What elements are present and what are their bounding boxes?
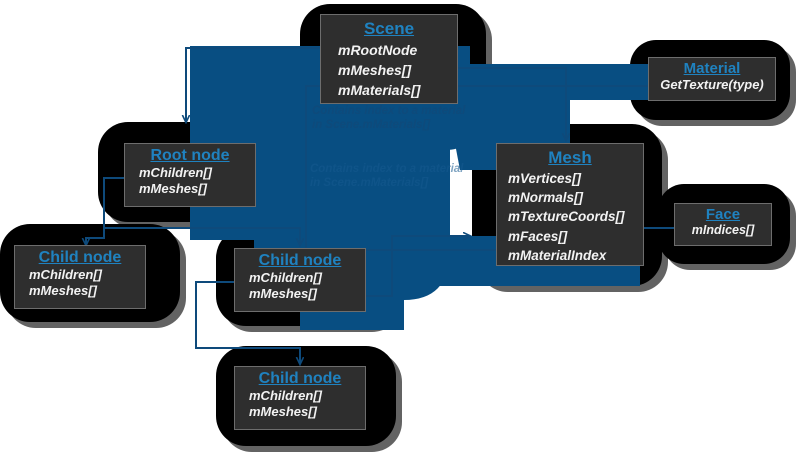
entity-title: Child node (38, 249, 122, 266)
entity-child-node-2[interactable]: Child node mChildren[] mMeshes[] (234, 248, 366, 312)
field-mmeshes: mMeshes[] (338, 61, 412, 78)
entity-field-list: mChildren[] mMeshes[] (235, 270, 365, 302)
field-mmaterials: mMaterials[] (338, 81, 421, 98)
entity-face[interactable]: Face mIndices[] (674, 203, 772, 246)
field-mnormals: mNormals[] (508, 190, 584, 206)
entity-title: Root node (150, 147, 230, 164)
entity-material[interactable]: Material GetTexture(type) (648, 57, 776, 101)
entity-field-list: mChildren[] mMeshes[] (15, 267, 145, 299)
entity-title: Child node (258, 252, 342, 269)
entity-field-list: GetTexture(type) (649, 77, 775, 93)
caption-line-1: Contains index to a material (310, 163, 464, 175)
field-mmeshes: mMeshes[] (139, 181, 207, 197)
entity-title: Mesh (548, 148, 592, 167)
field-mindices: mIndices[] (691, 223, 755, 238)
field-mchildren: mChildren[] (249, 388, 322, 404)
entity-child-node-3[interactable]: Child node mChildren[] mMeshes[] (234, 366, 366, 430)
entity-title: Scene (363, 19, 415, 38)
field-mmaterialindex: mMaterialIndex (508, 248, 607, 264)
caption-line-2: in Scene.mMaterials[] (312, 118, 431, 131)
field-gettexture: GetTexture(type) (660, 77, 764, 93)
entity-title: Face (705, 206, 741, 223)
caption-ghost-note: Contains index to a material in Scene.mM… (310, 163, 463, 190)
field-mmeshes: mMeshes[] (29, 283, 97, 299)
field-mvertices: mVertices[] (508, 170, 582, 186)
caption-line-2: in Scene.mMaterials[] (310, 176, 429, 189)
field-mmeshes: mMeshes[] (249, 404, 317, 420)
entity-scene[interactable]: Scene mRootNode mMeshes[] mMaterials[] (320, 14, 458, 104)
field-mfaces: mFaces[] (508, 228, 568, 244)
entity-child-node-1[interactable]: Child node mChildren[] mMeshes[] (14, 245, 146, 309)
field-mrootnode: mRootNode (338, 41, 418, 58)
entity-title: Material (683, 60, 741, 77)
caption-line-1: Contains index to a material (312, 105, 466, 117)
entity-title: Child node (258, 370, 342, 387)
field-mchildren: mChildren[] (139, 165, 212, 181)
entity-field-list: mChildren[] mMeshes[] (125, 165, 255, 197)
entity-root-node[interactable]: Root node mChildren[] mMeshes[] (124, 143, 256, 207)
entity-field-list: mChildren[] mMeshes[] (235, 388, 365, 420)
entity-field-list: mVertices[] mNormals[] mTextureCoords[] … (497, 171, 643, 265)
caption-material-index-note: Contains index to a material in Scene.mM… (312, 105, 465, 132)
field-mtexturecoords: mTextureCoords[] (508, 209, 625, 225)
entity-field-list: mRootNode mMeshes[] mMaterials[] (321, 42, 457, 99)
entity-mesh[interactable]: Mesh mVertices[] mNormals[] mTextureCoor… (496, 143, 644, 266)
field-mchildren: mChildren[] (29, 267, 102, 283)
field-mchildren: mChildren[] (249, 270, 322, 286)
field-mmeshes: mMeshes[] (249, 286, 317, 302)
entity-field-list: mIndices[] (675, 223, 771, 238)
